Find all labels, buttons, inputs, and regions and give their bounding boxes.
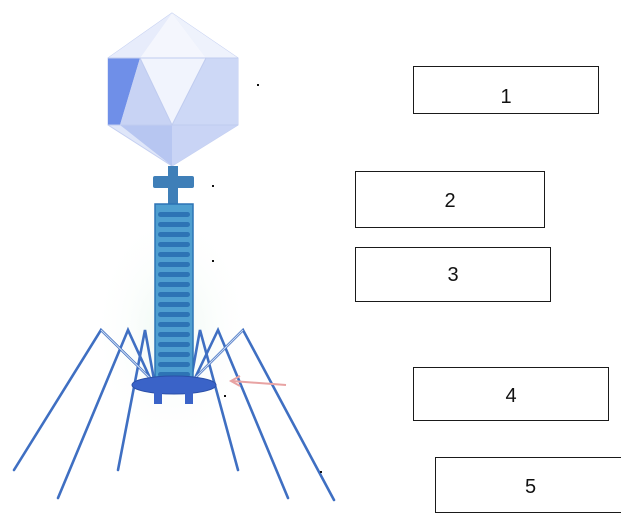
sheath-ring — [158, 222, 190, 227]
label-number-3: 3 — [447, 264, 459, 286]
label-number-4: 4 — [505, 384, 517, 407]
sheath-ring — [158, 212, 190, 217]
sheath-ring — [158, 312, 190, 317]
label-number-2: 2 — [444, 190, 456, 212]
label-number-5: 5 — [524, 475, 537, 498]
sheath-ring — [158, 232, 190, 237]
sheath-ring — [158, 272, 190, 277]
capsid-head — [107, 12, 239, 167]
collar — [153, 166, 194, 204]
leader-dots — [212, 84, 322, 473]
label-box-2[interactable]: 2 — [355, 171, 545, 228]
tail-sheath — [154, 203, 194, 379]
pointer-arrow — [228, 375, 287, 387]
sheath-ring — [158, 322, 190, 327]
base-plate — [131, 375, 217, 404]
sheath-ring — [158, 342, 190, 347]
sheath-ring — [158, 282, 190, 287]
sheath-ring — [158, 262, 190, 267]
sheath-ring — [158, 362, 190, 367]
label-box-1[interactable]: 1 — [413, 66, 599, 114]
sheath-ring — [158, 242, 190, 247]
sheath-ring — [158, 252, 190, 257]
sheath-ring — [158, 352, 190, 357]
label-box-3[interactable]: 3 — [355, 247, 551, 302]
label-box-4[interactable]: 4 — [413, 367, 609, 421]
sheath-ring — [158, 292, 190, 297]
label-number-1: 1 — [500, 85, 512, 108]
sheath-ring — [158, 302, 190, 307]
label-box-5[interactable]: 5 — [435, 457, 621, 513]
sheath-ring — [158, 332, 190, 337]
